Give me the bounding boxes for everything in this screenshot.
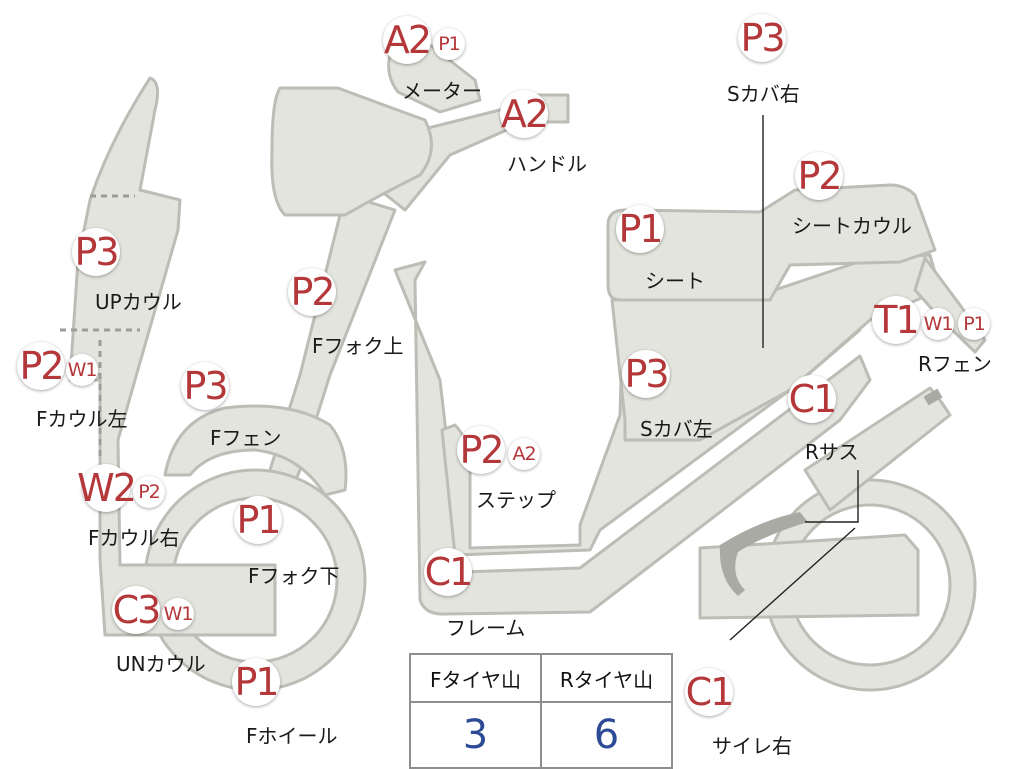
leader-muffler-right (729, 527, 856, 641)
label-f-cowl-left: Fカウル左 (36, 407, 128, 431)
badge-f-fork-lower: P1 (234, 496, 282, 544)
label-f-fender: Fフェン (210, 426, 282, 450)
badge-f-cowl-right-2: P2 (133, 476, 165, 508)
label-muffler-right: サイレ右 (712, 734, 792, 758)
label-handle-text: ハンドル (507, 152, 587, 176)
tire-tread-table: Fタイヤ山 Rタイヤ山 3 6 (409, 653, 673, 769)
label-r-suspension: Rサス (805, 440, 859, 464)
header-rear-tire: Rタイヤ山 (540, 653, 673, 703)
badge-un-cowl-1: C3 (112, 586, 161, 634)
label-f-fork-lower: Fフォク下 (248, 564, 340, 588)
label-meter: メーター (402, 79, 482, 103)
badge-f-cowl-left-2: W1 (66, 354, 98, 386)
value-front-tire: 3 (409, 701, 542, 769)
engine-body (698, 533, 920, 620)
label-un-cowl: UNカウル (116, 652, 206, 676)
label-f-fork-upper: Fフォク上 (312, 334, 404, 358)
header-front-tire: Fタイヤ山 (409, 653, 542, 703)
label-s-cover-right: Sカバ右 (727, 82, 800, 106)
label-frame: フレーム (446, 616, 526, 640)
badge-frame: C1 (424, 548, 473, 596)
rear-shock (803, 386, 952, 512)
badge-f-cowl-left-1: P2 (17, 342, 65, 390)
badge-meter-2: P1 (433, 28, 465, 60)
badge-f-fender: P3 (181, 362, 229, 410)
label-f-cowl-right: Fカウル右 (88, 526, 180, 550)
front-fender (163, 404, 348, 497)
headlight-block (270, 86, 433, 217)
tire-table-value-row: 3 6 (409, 701, 673, 769)
front-cowl (68, 76, 277, 637)
label-seat: シート (645, 269, 705, 293)
label-r-fender: Rフェン (918, 352, 992, 376)
badge-seat-cowl: P2 (795, 152, 843, 200)
muffler (719, 512, 808, 596)
label-f-wheel: Fホイール (246, 724, 338, 748)
seat (606, 183, 937, 302)
badge-muffler-right: C1 (685, 668, 734, 716)
badge-step-1: P2 (457, 426, 505, 474)
leader-r-suspension (805, 470, 859, 523)
tire-table-header-row: Fタイヤ山 Rタイヤ山 (409, 653, 673, 703)
badge-seat: P1 (616, 205, 664, 253)
badge-meter-1: A2 (383, 16, 432, 64)
badge-step-2: A2 (508, 438, 540, 470)
badge-s-cover-left: P3 (622, 350, 670, 398)
badge-s-cover-right: P3 (738, 14, 786, 62)
badge-f-fork-upper: P2 (288, 268, 336, 316)
value-rear-tire: 6 (540, 701, 673, 769)
label-up-cowl: UPカウル (95, 290, 182, 314)
label-seat-cowl: シートカウル (792, 214, 912, 238)
label-s-cover-left: Sカバ左 (640, 417, 713, 441)
badge-r-fender-3: P1 (958, 308, 990, 340)
label-step: ステップ (476, 488, 556, 512)
badge-handle: A2 (500, 90, 549, 138)
badge-r-suspension: C1 (788, 375, 837, 423)
badge-un-cowl-2: W1 (162, 598, 194, 630)
badge-up-cowl: P3 (72, 228, 120, 276)
badge-f-cowl-right-1: W2 (77, 464, 137, 512)
badge-r-fender-2: W1 (922, 308, 954, 340)
badge-r-fender-1: T1 (872, 296, 920, 344)
badge-f-wheel: P1 (232, 658, 280, 706)
